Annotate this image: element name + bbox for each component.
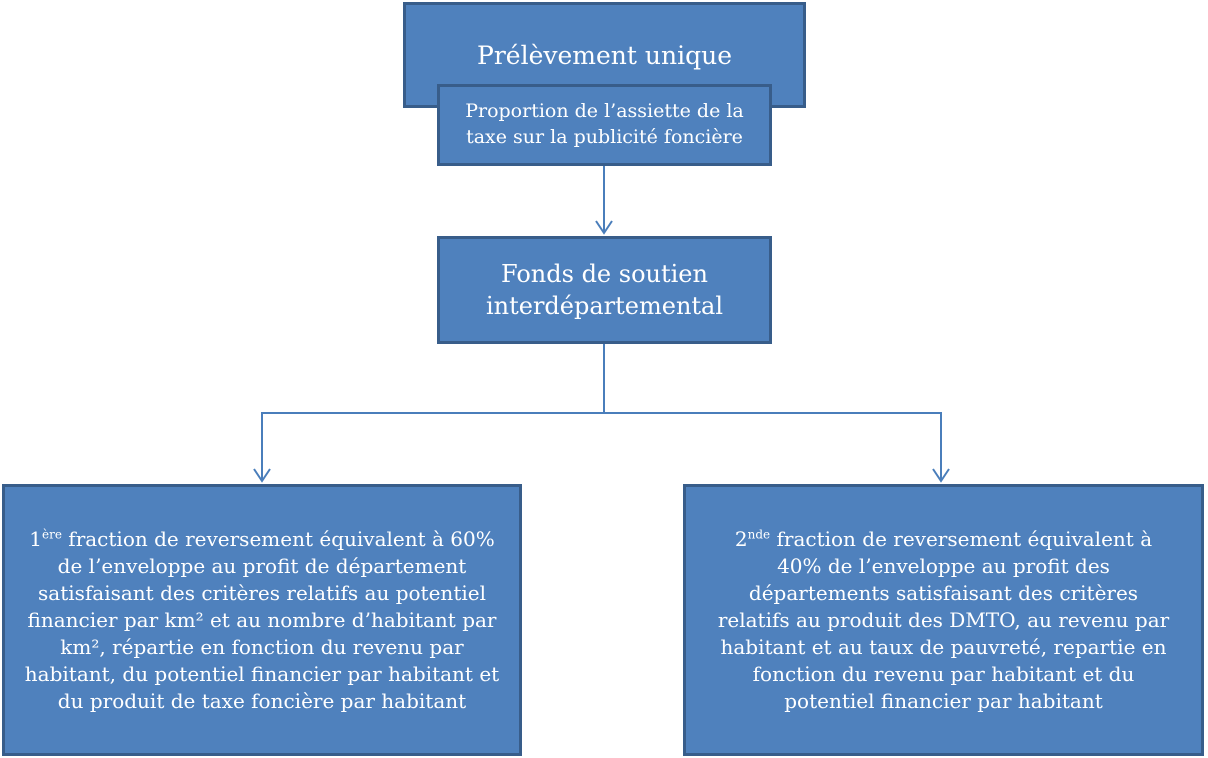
assiette-text: Proportion de l’assiette de la taxe sur … (465, 100, 744, 148)
connector-to-right (604, 412, 942, 481)
second-fraction-ordinal: 2 (734, 526, 748, 551)
first-fraction-text-block: 1ère fraction de reversement équivalent … (19, 526, 505, 715)
prelevement-unique-title: Prélèvement unique (477, 41, 732, 70)
second-fraction-box: 2nde fraction de reversement équivalent … (683, 484, 1204, 756)
first-fraction-text: fraction de reversement équivalent à 60%… (24, 526, 500, 713)
second-fraction-text: fraction de reversement équivalent à 40%… (717, 526, 1170, 713)
arrowhead-left (253, 468, 271, 483)
fonds-soutien-label: Fonds de soutien interdépartemental (485, 259, 724, 320)
fonds-soutien-box: Fonds de soutien interdépartemental (437, 236, 772, 344)
arrowhead-fonds (595, 220, 613, 235)
arrowhead-right (932, 468, 950, 483)
connector-fonds-to-fractions (261, 344, 605, 481)
second-fraction-text-block: 2nde fraction de reversement équivalent … (712, 526, 1175, 715)
second-fraction-ordinal-suffix: nde (747, 526, 771, 541)
assiette-box: Proportion de l’assiette de la taxe sur … (437, 84, 772, 166)
first-fraction-ordinal-suffix: ère (41, 526, 62, 541)
first-fraction-ordinal: 1 (29, 526, 42, 551)
first-fraction-box: 1ère fraction de reversement équivalent … (2, 484, 522, 756)
